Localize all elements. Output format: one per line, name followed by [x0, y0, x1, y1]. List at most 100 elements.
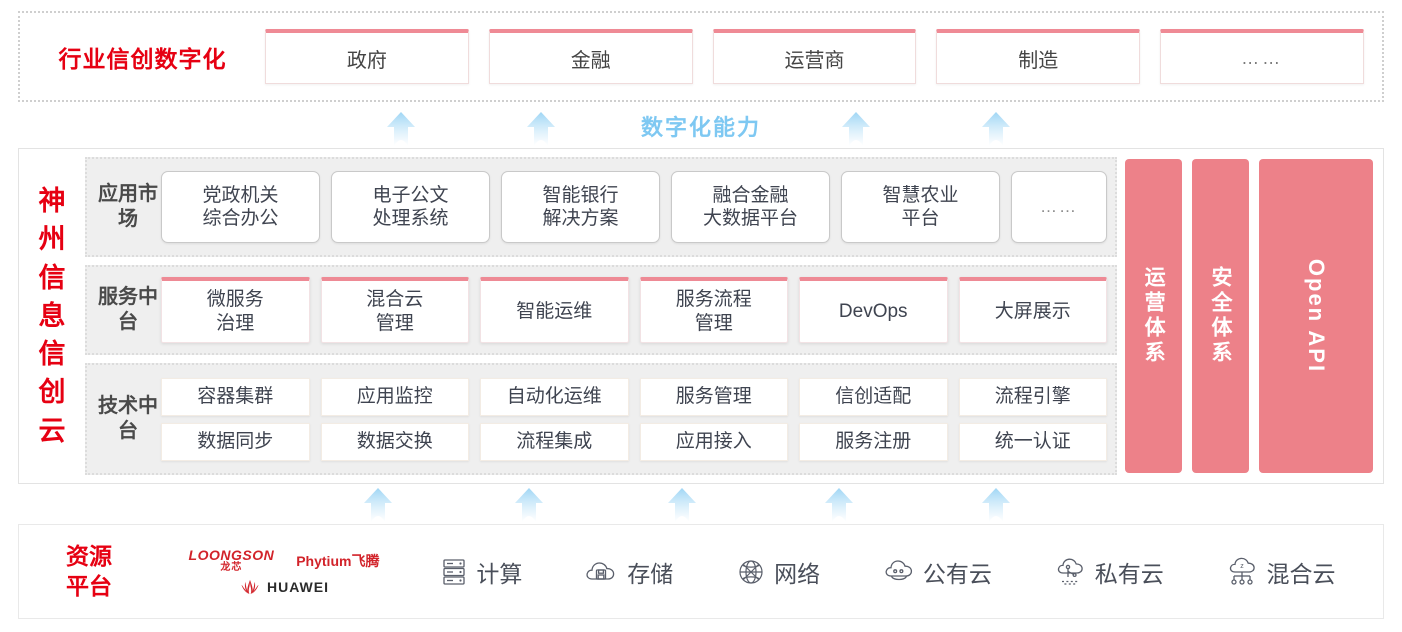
app-market-item-list: 党政机关 综合办公 电子公文 处理系统 智能银行 解决方案 融合金融 大数据平台… — [161, 171, 1107, 243]
cloud-title-char: 息 — [38, 300, 66, 331]
resource-platform-title: 资源 平台 — [66, 542, 112, 599]
cloud-title-char: 信 — [38, 262, 66, 293]
tech-item-xinchuang-adaptation[interactable]: 信创适配 — [799, 377, 948, 416]
tech-item-unified-auth[interactable]: 统一认证 — [958, 422, 1107, 461]
tech-item-service-registry[interactable]: 服务注册 — [799, 422, 948, 461]
layer-service-platform: 服务中台 微服务 治理 混合云 管理 智能运维 服务流程 管理 DevOps 大… — [85, 265, 1117, 355]
pillar-label: 运营体系 — [1142, 266, 1166, 366]
up-arrow-icon — [833, 110, 879, 148]
cloud-layer-stack: 应用市场 党政机关 综合办公 电子公文 处理系统 智能银行 解决方案 融合金融 … — [85, 157, 1117, 475]
layer-label-app-market: 应用市场 — [98, 183, 158, 230]
app-item-government-office[interactable]: 党政机关 综合办公 — [161, 171, 320, 243]
pillar-label: 安全体系 — [1209, 266, 1232, 366]
service-platform-item-list: 微服务 治理 混合云 管理 智能运维 服务流程 管理 DevOps 大屏展示 — [161, 277, 1107, 343]
cloud-title-char: 云 — [38, 415, 66, 446]
huawei-logo-text: HUAWEI — [267, 579, 329, 595]
up-arrow-icon — [973, 486, 1019, 524]
pillar-security-system[interactable]: 安全体系 — [1191, 159, 1249, 473]
loongson-logo-text: LOONGSON — [188, 547, 275, 563]
up-arrow-icon — [816, 486, 862, 524]
hybrid-cloud-icon: z — [1227, 557, 1259, 587]
up-arrow-icon — [506, 486, 552, 524]
cloud-platform-panel: 神 州 信 息 信 创 云 应用市场 党政机关 综合办公 电子公文 处理系统 智… — [18, 148, 1384, 484]
industry-card-telecom[interactable]: 运营商 — [712, 29, 917, 84]
industry-band: 行业信创数字化 政府 金融 运营商 制造 …… — [18, 11, 1384, 102]
cloud-title-char: 创 — [38, 377, 66, 408]
phytium-logo: Phytium飞腾 — [296, 552, 380, 569]
resource-item-storage[interactable]: 存储 — [585, 555, 673, 589]
layer-app-market: 应用市场 党政机关 综合办公 电子公文 处理系统 智能银行 解决方案 融合金融 … — [85, 157, 1117, 257]
cloud-title-char: 信 — [38, 339, 66, 370]
resource-platform-panel: 资源 平台 LOONGSON 龙芯 Phytium飞腾 — [18, 524, 1384, 619]
loongson-logo: LOONGSON 龙芯 — [189, 548, 275, 573]
tech-item-automated-ops[interactable]: 自动化运维 — [480, 377, 629, 416]
industry-card-finance[interactable]: 金融 — [488, 29, 693, 84]
pillar-operations-system[interactable]: 运营体系 — [1125, 159, 1182, 473]
tech-item-container-cluster[interactable]: 容器集群 — [161, 377, 310, 416]
cloud-storage-icon — [585, 558, 619, 586]
tech-item-app-access[interactable]: 应用接入 — [639, 422, 788, 461]
service-item-devops[interactable]: DevOps — [799, 277, 948, 343]
cloud-platform-title: 神 州 信 息 信 创 云 — [19, 149, 85, 483]
industry-card-manufacturing[interactable]: 制造 — [936, 29, 1141, 84]
resource-item-private-cloud[interactable]: 私有云 — [1055, 555, 1164, 589]
pillar-open-api[interactable]: Open API — [1258, 159, 1374, 473]
cloud-pillar-list: 运营体系 安全体系 Open API — [1125, 157, 1374, 475]
tech-platform-row: 数据同步 数据交换 流程集成 应用接入 服务注册 统一认证 — [161, 422, 1107, 461]
tech-item-data-sync[interactable]: 数据同步 — [161, 422, 310, 461]
huawei-logo: HUAWEI — [239, 579, 329, 595]
vendor-logo-group: LOONGSON 龙芯 Phytium飞腾 — [159, 548, 409, 595]
tech-item-process-engine[interactable]: 流程引擎 — [958, 377, 1107, 416]
cloud-title-char: 神 — [38, 185, 66, 216]
tech-item-app-monitoring[interactable]: 应用监控 — [320, 377, 469, 416]
app-item-finance-bigdata[interactable]: 融合金融 大数据平台 — [671, 171, 830, 243]
resource-item-public-cloud[interactable]: 公有云 — [883, 555, 992, 589]
up-arrow-icon — [355, 486, 401, 524]
vendor-logo-row: LOONGSON 龙芯 Phytium飞腾 — [189, 548, 380, 573]
vendor-logo-row: HUAWEI — [239, 579, 329, 595]
up-arrow-icon — [378, 110, 424, 148]
huawei-petal-icon — [239, 579, 261, 595]
resource-item-network[interactable]: 网络 — [736, 555, 820, 589]
cloud-platform-body: 应用市场 党政机关 综合办公 电子公文 处理系统 智能银行 解决方案 融合金融 … — [85, 149, 1383, 483]
layer-label-service-platform: 服务中台 — [98, 286, 158, 333]
service-item-hybrid-cloud-mgmt[interactable]: 混合云 管理 — [320, 277, 469, 343]
resource-item-label: 混合云 — [1266, 560, 1336, 587]
service-item-smart-ops[interactable]: 智能运维 — [480, 277, 629, 343]
resource-item-hybrid-cloud[interactable]: z 混合云 — [1227, 555, 1336, 589]
industry-card-list: 政府 金融 运营商 制造 …… — [265, 29, 1382, 84]
tech-platform-row: 容器集群 应用监控 自动化运维 服务管理 信创适配 流程引擎 — [161, 377, 1107, 416]
service-item-big-screen-display[interactable]: 大屏展示 — [958, 277, 1107, 343]
cloud-title-char: 州 — [38, 224, 66, 255]
resource-item-list: 计算 存储 — [409, 555, 1383, 589]
up-arrow-icon — [659, 486, 705, 524]
tech-item-data-exchange[interactable]: 数据交换 — [320, 422, 469, 461]
private-cloud-icon — [1055, 557, 1087, 587]
server-rack-icon — [440, 557, 468, 587]
app-item-smart-agriculture[interactable]: 智慧农业 平台 — [841, 171, 1000, 243]
service-item-microservice-governance[interactable]: 微服务 治理 — [161, 277, 310, 343]
tech-item-process-integration[interactable]: 流程集成 — [480, 422, 629, 461]
resource-item-compute[interactable]: 计算 — [440, 555, 522, 589]
app-item-edoc-system[interactable]: 电子公文 处理系统 — [331, 171, 490, 243]
industry-card-government[interactable]: 政府 — [265, 29, 469, 84]
pillar-label: Open API — [1303, 258, 1329, 374]
resource-item-label: 公有云 — [922, 560, 992, 587]
service-item-service-process-mgmt[interactable]: 服务流程 管理 — [639, 277, 788, 343]
app-item-more[interactable]: …… — [1011, 171, 1107, 243]
network-globe-icon — [736, 557, 766, 587]
up-arrow-icon — [518, 110, 564, 148]
layer-label-tech-platform: 技术中台 — [98, 395, 158, 442]
capability-arrow-gap-top: 数字化能力 — [0, 104, 1402, 148]
resource-item-label: 网络 — [774, 560, 821, 587]
capability-label: 数字化能力 — [640, 115, 761, 140]
up-arrow-icon — [973, 110, 1019, 148]
resource-item-label: 计算 — [476, 560, 523, 587]
industry-band-title: 行业信创数字化 — [58, 45, 227, 72]
layer-tech-platform: 技术中台 容器集群 应用监控 自动化运维 服务管理 信创适配 流程引擎 数据同步 — [85, 363, 1117, 475]
resource-item-label: 私有云 — [1094, 560, 1164, 587]
industry-card-more[interactable]: …… — [1160, 29, 1364, 84]
tech-item-service-mgmt[interactable]: 服务管理 — [639, 377, 788, 416]
public-cloud-icon — [883, 558, 915, 586]
app-item-smart-bank[interactable]: 智能银行 解决方案 — [501, 171, 660, 243]
